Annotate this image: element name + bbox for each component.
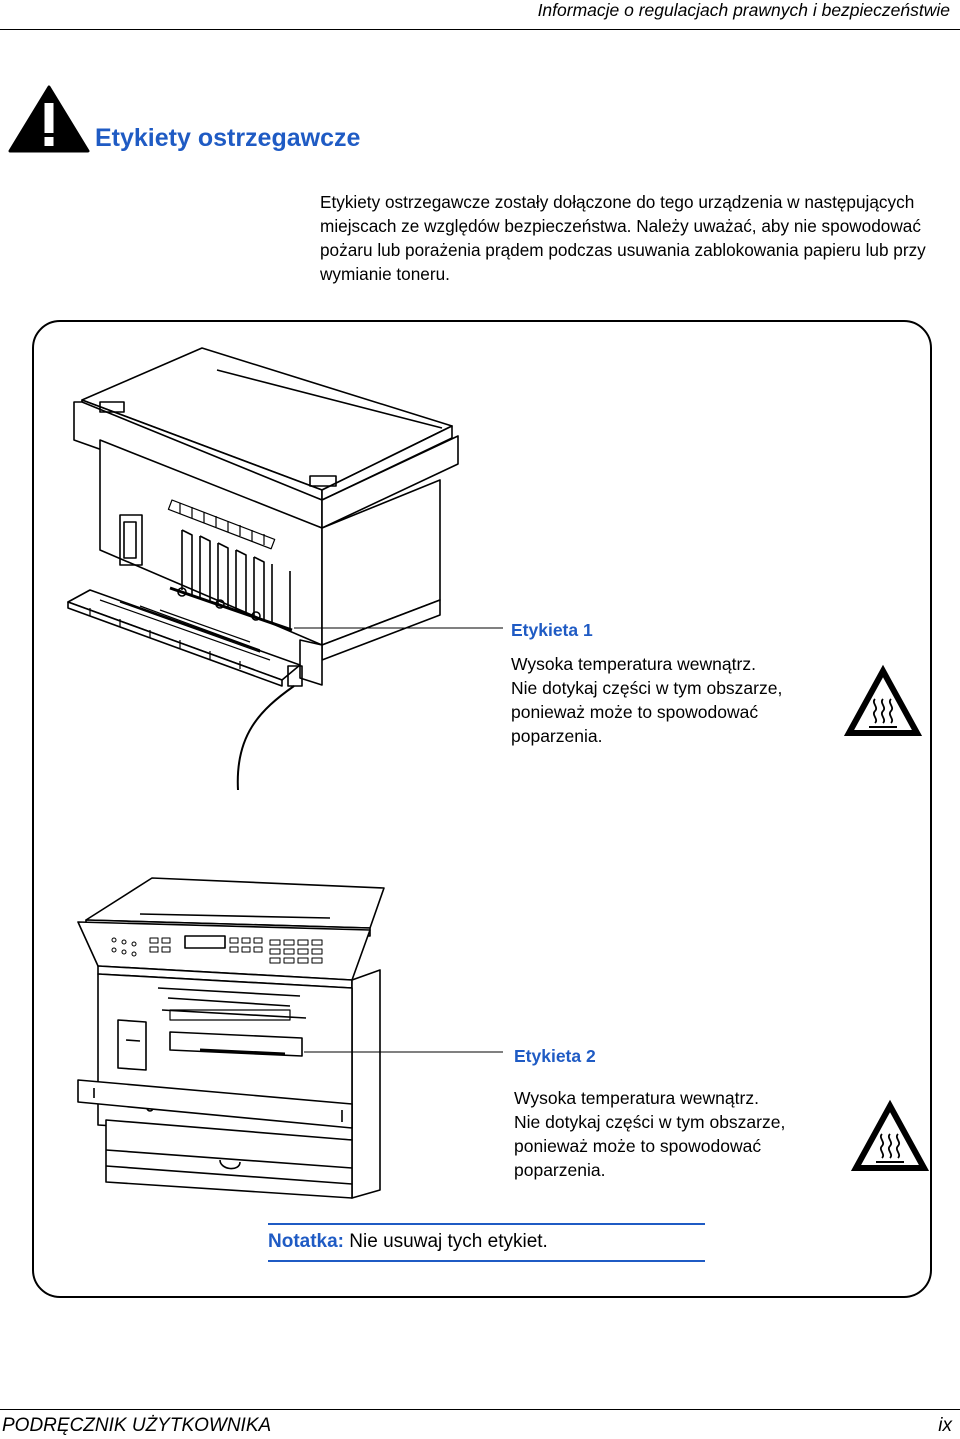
header-rule [0,29,960,30]
intro-paragraph: Etykiety ostrzegawcze zostały dołączone … [320,192,926,284]
label-2-title: Etykieta 2 [514,1046,596,1066]
note-text: Nie usuwaj tych etykiet. [344,1231,548,1252]
label-1-title: Etykieta 1 [511,620,593,640]
hot-surface-icon [850,1099,930,1171]
footer-manual-title: PODRĘCZNIK UŻYTKOWNIKA [2,1415,272,1436]
label-2-line: Wysoka temperatura wewnątrz. [514,1088,759,1108]
section-title: Etykiety ostrzegawcze [95,124,361,152]
note-bottom-rule [268,1260,705,1262]
labels-frame [32,320,932,1298]
label-2-line: poparzenia. [514,1160,606,1180]
label-1-line: Wysoka temperatura wewnątrz. [511,654,756,674]
label-1-line: poparzenia. [511,726,603,746]
warning-icon [8,85,90,153]
running-header: Informacje o regulacjach prawnych i bezp… [537,0,950,20]
note: Notatka: Nie usuwaj tych etykiet. [268,1231,548,1253]
note-label: Notatka: [268,1231,345,1252]
label-1-line: Nie dotykaj części w tym obszarze, [511,678,783,698]
hot-surface-icon [843,664,923,736]
footer-rule [0,1409,960,1410]
page-number: ix [938,1415,952,1436]
label-2-line: Nie dotykaj części w tym obszarze, [514,1112,786,1132]
label-1-text: Wysoka temperatura wewnątrz. Nie dotykaj… [511,652,782,748]
label-2-text: Wysoka temperatura wewnątrz. Nie dotykaj… [514,1086,785,1182]
printer-front-illustration [77,877,385,1199]
label-1-line: ponieważ może to spowodować [511,702,759,722]
note-top-rule [268,1223,705,1225]
printer-rear-illustration [67,347,459,791]
label-2-line: ponieważ może to spowodować [514,1136,762,1156]
